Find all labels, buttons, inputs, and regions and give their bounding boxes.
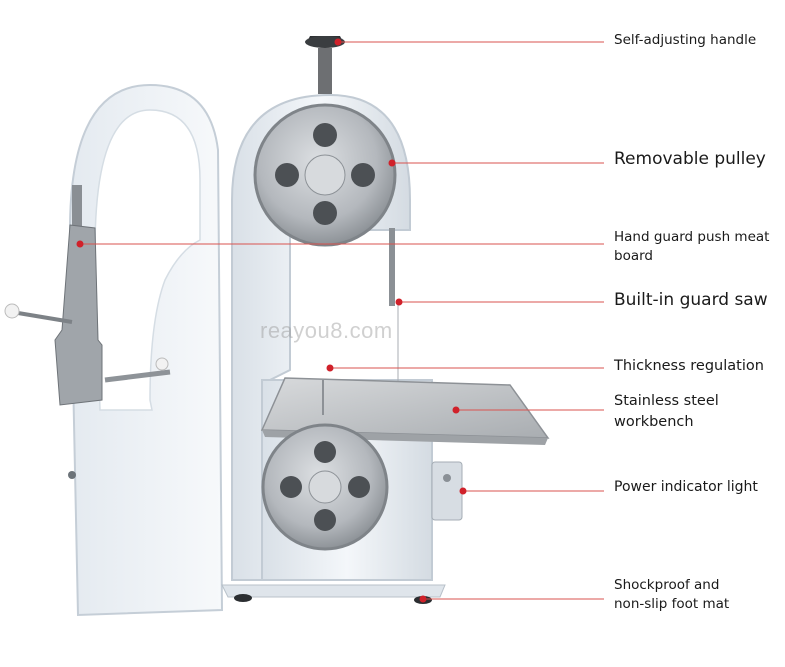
label-hand-guard-line1: Hand guard push meat (614, 229, 770, 245)
marker-dots (76, 38, 467, 603)
label-removable-pulley: Removable pulley (614, 149, 766, 169)
label-stainless-workbench: Stainless steel workbench (614, 391, 719, 433)
marker-dot (76, 240, 84, 248)
adjusting-handle (305, 36, 345, 94)
marker-dot (459, 487, 467, 495)
blade-guard (389, 228, 399, 400)
marker-dot (388, 159, 396, 167)
power-box (431, 461, 463, 521)
label-self-adjusting-handle: Self-adjusting handle (614, 32, 757, 48)
leader-lines (80, 41, 604, 600)
marker-dot (452, 406, 460, 414)
marker-dot (334, 38, 342, 46)
watermark: reayou8.com (260, 318, 393, 343)
label-hand-guard: Hand guard push meat board (614, 228, 769, 266)
lower-pulley (261, 423, 389, 551)
label-power-indicator-light: Power indicator light (614, 479, 758, 495)
label-thickness-regulation: Thickness regulation (614, 358, 764, 374)
label-built-in-guard-saw: Built-in guard saw (614, 290, 768, 310)
label-stainless-line2: workbench (614, 414, 694, 430)
marker-dot (419, 595, 427, 603)
marker-dot (326, 364, 334, 372)
push-meat-board (4, 185, 171, 406)
upper-pulley (253, 103, 397, 247)
label-shockproof-line1: Shockproof and (614, 577, 720, 593)
marker-dot (395, 298, 403, 306)
machine-door (68, 83, 224, 617)
label-stainless-line1: Stainless steel (614, 393, 719, 409)
label-shockproof: Shockproof and non-slip foot mat (614, 576, 729, 614)
label-hand-guard-line2: board (614, 248, 653, 264)
label-shockproof-line2: non-slip foot mat (614, 596, 730, 612)
